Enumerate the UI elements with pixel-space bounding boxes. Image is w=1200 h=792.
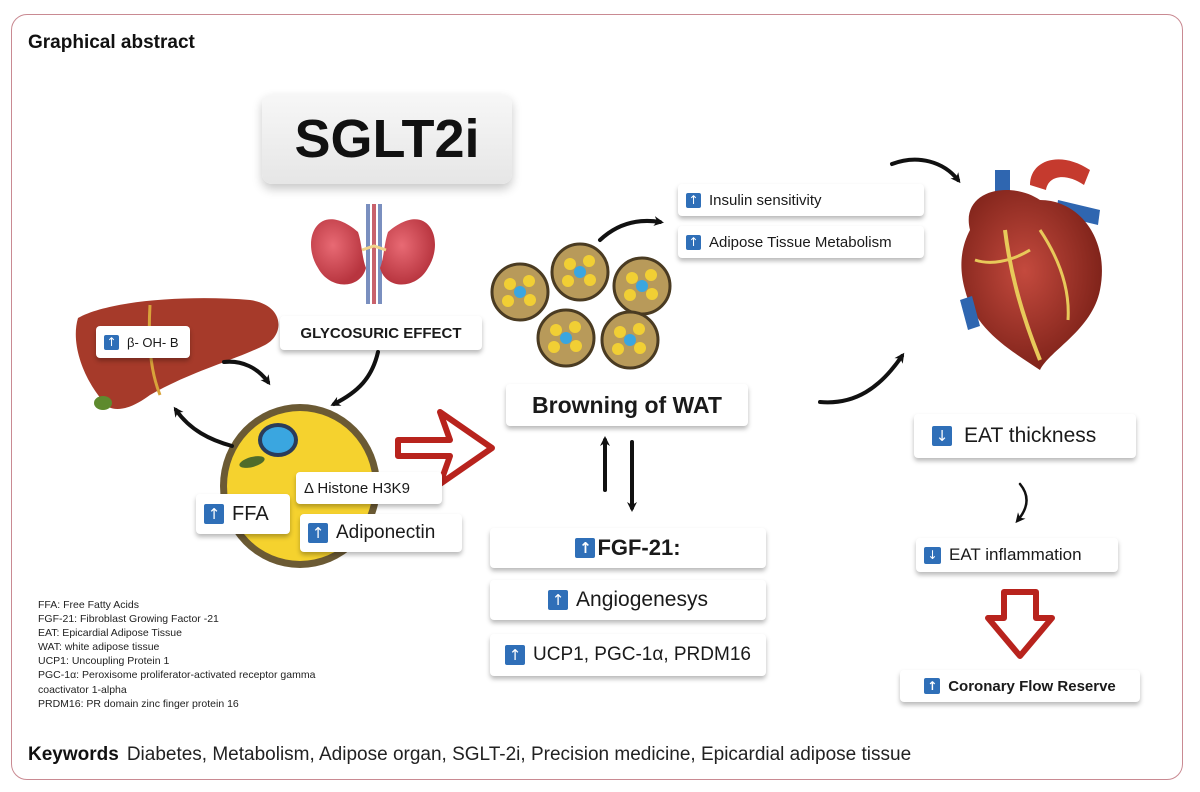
histone-box: Δ Histone H3K9 bbox=[296, 472, 442, 504]
ffa-box: ↑ FFA bbox=[196, 494, 290, 534]
keywords-text: Diabetes, Metabolism, Adipose organ, SGL… bbox=[126, 744, 912, 765]
up-arrow-icon: ↑ bbox=[204, 504, 224, 524]
up-arrow-icon: ↑ bbox=[505, 645, 526, 665]
fgf21-box: ↑ FGF-21: bbox=[490, 528, 766, 568]
glycosuric-text: GLYCOSURIC EFFECT bbox=[300, 324, 462, 342]
liver-effect-box: ↑ β- OH- B bbox=[96, 326, 190, 358]
up-arrow-icon: ↑ bbox=[308, 523, 328, 543]
adiponectin-box: ↑ Adiponectin bbox=[300, 514, 462, 552]
red-arrow-down bbox=[985, 589, 1055, 659]
abbreviation-item: PRDM16: PR domain zinc finger protein 16 bbox=[38, 697, 239, 710]
red-arrow-browning bbox=[395, 409, 495, 487]
up-arrow-icon: ↑ bbox=[686, 234, 701, 250]
down-arrow-icon: ↓ bbox=[924, 546, 941, 564]
up-arrow-icon: ↑ bbox=[575, 538, 596, 558]
abbreviation-item: WAT: white adipose tissue bbox=[38, 641, 160, 654]
insulin-label: Insulin sensitivity bbox=[709, 191, 822, 209]
adiponectin-label: Adiponectin bbox=[336, 522, 436, 543]
abbreviation-item: FGF-21: Fibroblast Growing Factor -21 bbox=[38, 613, 219, 626]
ucp1-box: ↑ UCP1, PGC-1α, PRDM16 bbox=[490, 634, 766, 676]
sglt2i-title: SGLT2i bbox=[262, 94, 512, 184]
adipose-metabolism-box: ↑ Adipose Tissue Metabolism bbox=[678, 226, 924, 258]
adipose-metabolism-label: Adipose Tissue Metabolism bbox=[709, 233, 892, 251]
abbreviation-item: FFA: Free Fatty Acids bbox=[38, 599, 139, 611]
glycosuric-effect-label: GLYCOSURIC EFFECT bbox=[280, 316, 482, 350]
up-arrow-icon: ↑ bbox=[548, 590, 569, 610]
angiogenesis-box: ↑ Angiogenesys bbox=[490, 580, 766, 620]
keywords-label: Keywords bbox=[28, 744, 119, 765]
beta-ohb-label: β- OH- B bbox=[127, 334, 179, 350]
eat-inflammation-label: EAT inflammation bbox=[949, 545, 1082, 564]
browning-label: Browning of WAT bbox=[532, 391, 722, 418]
ucp1-label: UCP1, PGC-1α, PRDM16 bbox=[533, 644, 751, 665]
flow-arrows bbox=[173, 157, 1028, 524]
fat-cells-icon bbox=[490, 242, 672, 370]
abbreviation-item: coactivator 1-alpha bbox=[38, 683, 127, 696]
eat-thickness-label: EAT thickness bbox=[964, 424, 1097, 447]
ffa-label: FFA bbox=[232, 502, 269, 525]
coronary-flow-label: Coronary Flow Reserve bbox=[948, 677, 1116, 695]
up-arrow-icon: ↑ bbox=[104, 334, 119, 350]
down-arrow-icon: ↓ bbox=[932, 426, 952, 446]
kidney-icon bbox=[311, 204, 435, 304]
insulin-box: ↑ Insulin sensitivity bbox=[678, 184, 924, 216]
up-arrow-icon: ↑ bbox=[924, 678, 941, 694]
coronary-flow-box: ↑ Coronary Flow Reserve bbox=[900, 670, 1140, 702]
keywords-line: Keywords Diabetes, Metabolism, Adipose or… bbox=[28, 744, 911, 766]
browning-box: Browning of WAT bbox=[506, 384, 748, 426]
abbreviation-item: EAT: Epicardial Adipose Tissue bbox=[38, 627, 182, 640]
fgf21-label: FGF-21: bbox=[597, 535, 681, 560]
angiogenesis-label: Angiogenesys bbox=[576, 588, 708, 611]
abstract-frame bbox=[11, 14, 1183, 780]
abbreviation-item: UCP1: Uncoupling Protein 1 bbox=[38, 655, 170, 668]
up-arrow-icon: ↑ bbox=[686, 192, 701, 208]
heart-icon bbox=[960, 159, 1102, 370]
abbreviation-item: PGC-1α: Peroxisome proliferator-activate… bbox=[38, 669, 316, 682]
eat-inflammation-box: ↓ EAT inflammation bbox=[916, 538, 1118, 572]
section-heading: Graphical abstract bbox=[28, 32, 195, 53]
histone-label: Δ Histone H3K9 bbox=[304, 479, 410, 497]
eat-thickness-box: ↓ EAT thickness bbox=[914, 414, 1136, 458]
abbreviation-list: FFA: Free Fatty Acids FGF-21: Fibroblast… bbox=[38, 598, 315, 711]
